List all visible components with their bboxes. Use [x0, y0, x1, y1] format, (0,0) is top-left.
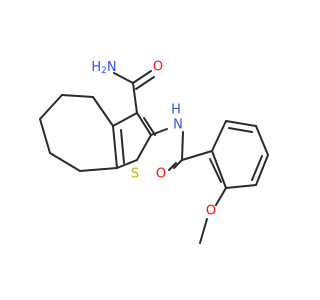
bond	[255, 125, 269, 156]
bond	[136, 134, 152, 161]
bond	[79, 167, 118, 172]
bond	[181, 131, 184, 161]
carbonyl-oxygen-label: O	[156, 167, 166, 182]
bond	[168, 162, 177, 171]
bond	[211, 150, 227, 189]
bond	[136, 112, 152, 136]
bond	[209, 158, 222, 183]
amide-oxygen-label: O	[153, 60, 163, 75]
bond	[225, 120, 257, 127]
bond	[132, 70, 152, 84]
bond	[49, 152, 81, 172]
amide-nitrogen-label: H2N	[91, 60, 116, 77]
amine-nitrogen-label: N	[173, 118, 183, 133]
bonds	[39, 70, 269, 244]
bond	[255, 154, 269, 186]
bond	[215, 187, 227, 206]
bond	[225, 184, 257, 189]
atom-labels: H2N O S N H O O	[91, 60, 216, 219]
bond	[173, 159, 183, 169]
bond	[116, 159, 138, 169]
bond	[199, 218, 208, 244]
bond	[211, 120, 227, 152]
bond	[132, 82, 138, 114]
bond	[181, 150, 213, 161]
bond	[251, 155, 263, 181]
bond	[39, 94, 63, 120]
bond	[113, 72, 134, 84]
bond	[135, 76, 155, 90]
bond	[120, 129, 125, 164]
amine-hydrogen-label: H	[171, 103, 181, 118]
bond	[150, 128, 168, 136]
molecule-structure: H2N O S N H O O	[39, 60, 269, 244]
bond	[112, 125, 118, 169]
thiophene-sulfur-label: S	[131, 167, 139, 182]
bond	[228, 127, 253, 133]
bond	[112, 112, 138, 127]
bond	[92, 96, 114, 127]
bond	[143, 117, 156, 136]
bond	[39, 118, 51, 154]
bond	[61, 94, 94, 98]
methoxy-oxygen-label: O	[206, 204, 216, 219]
